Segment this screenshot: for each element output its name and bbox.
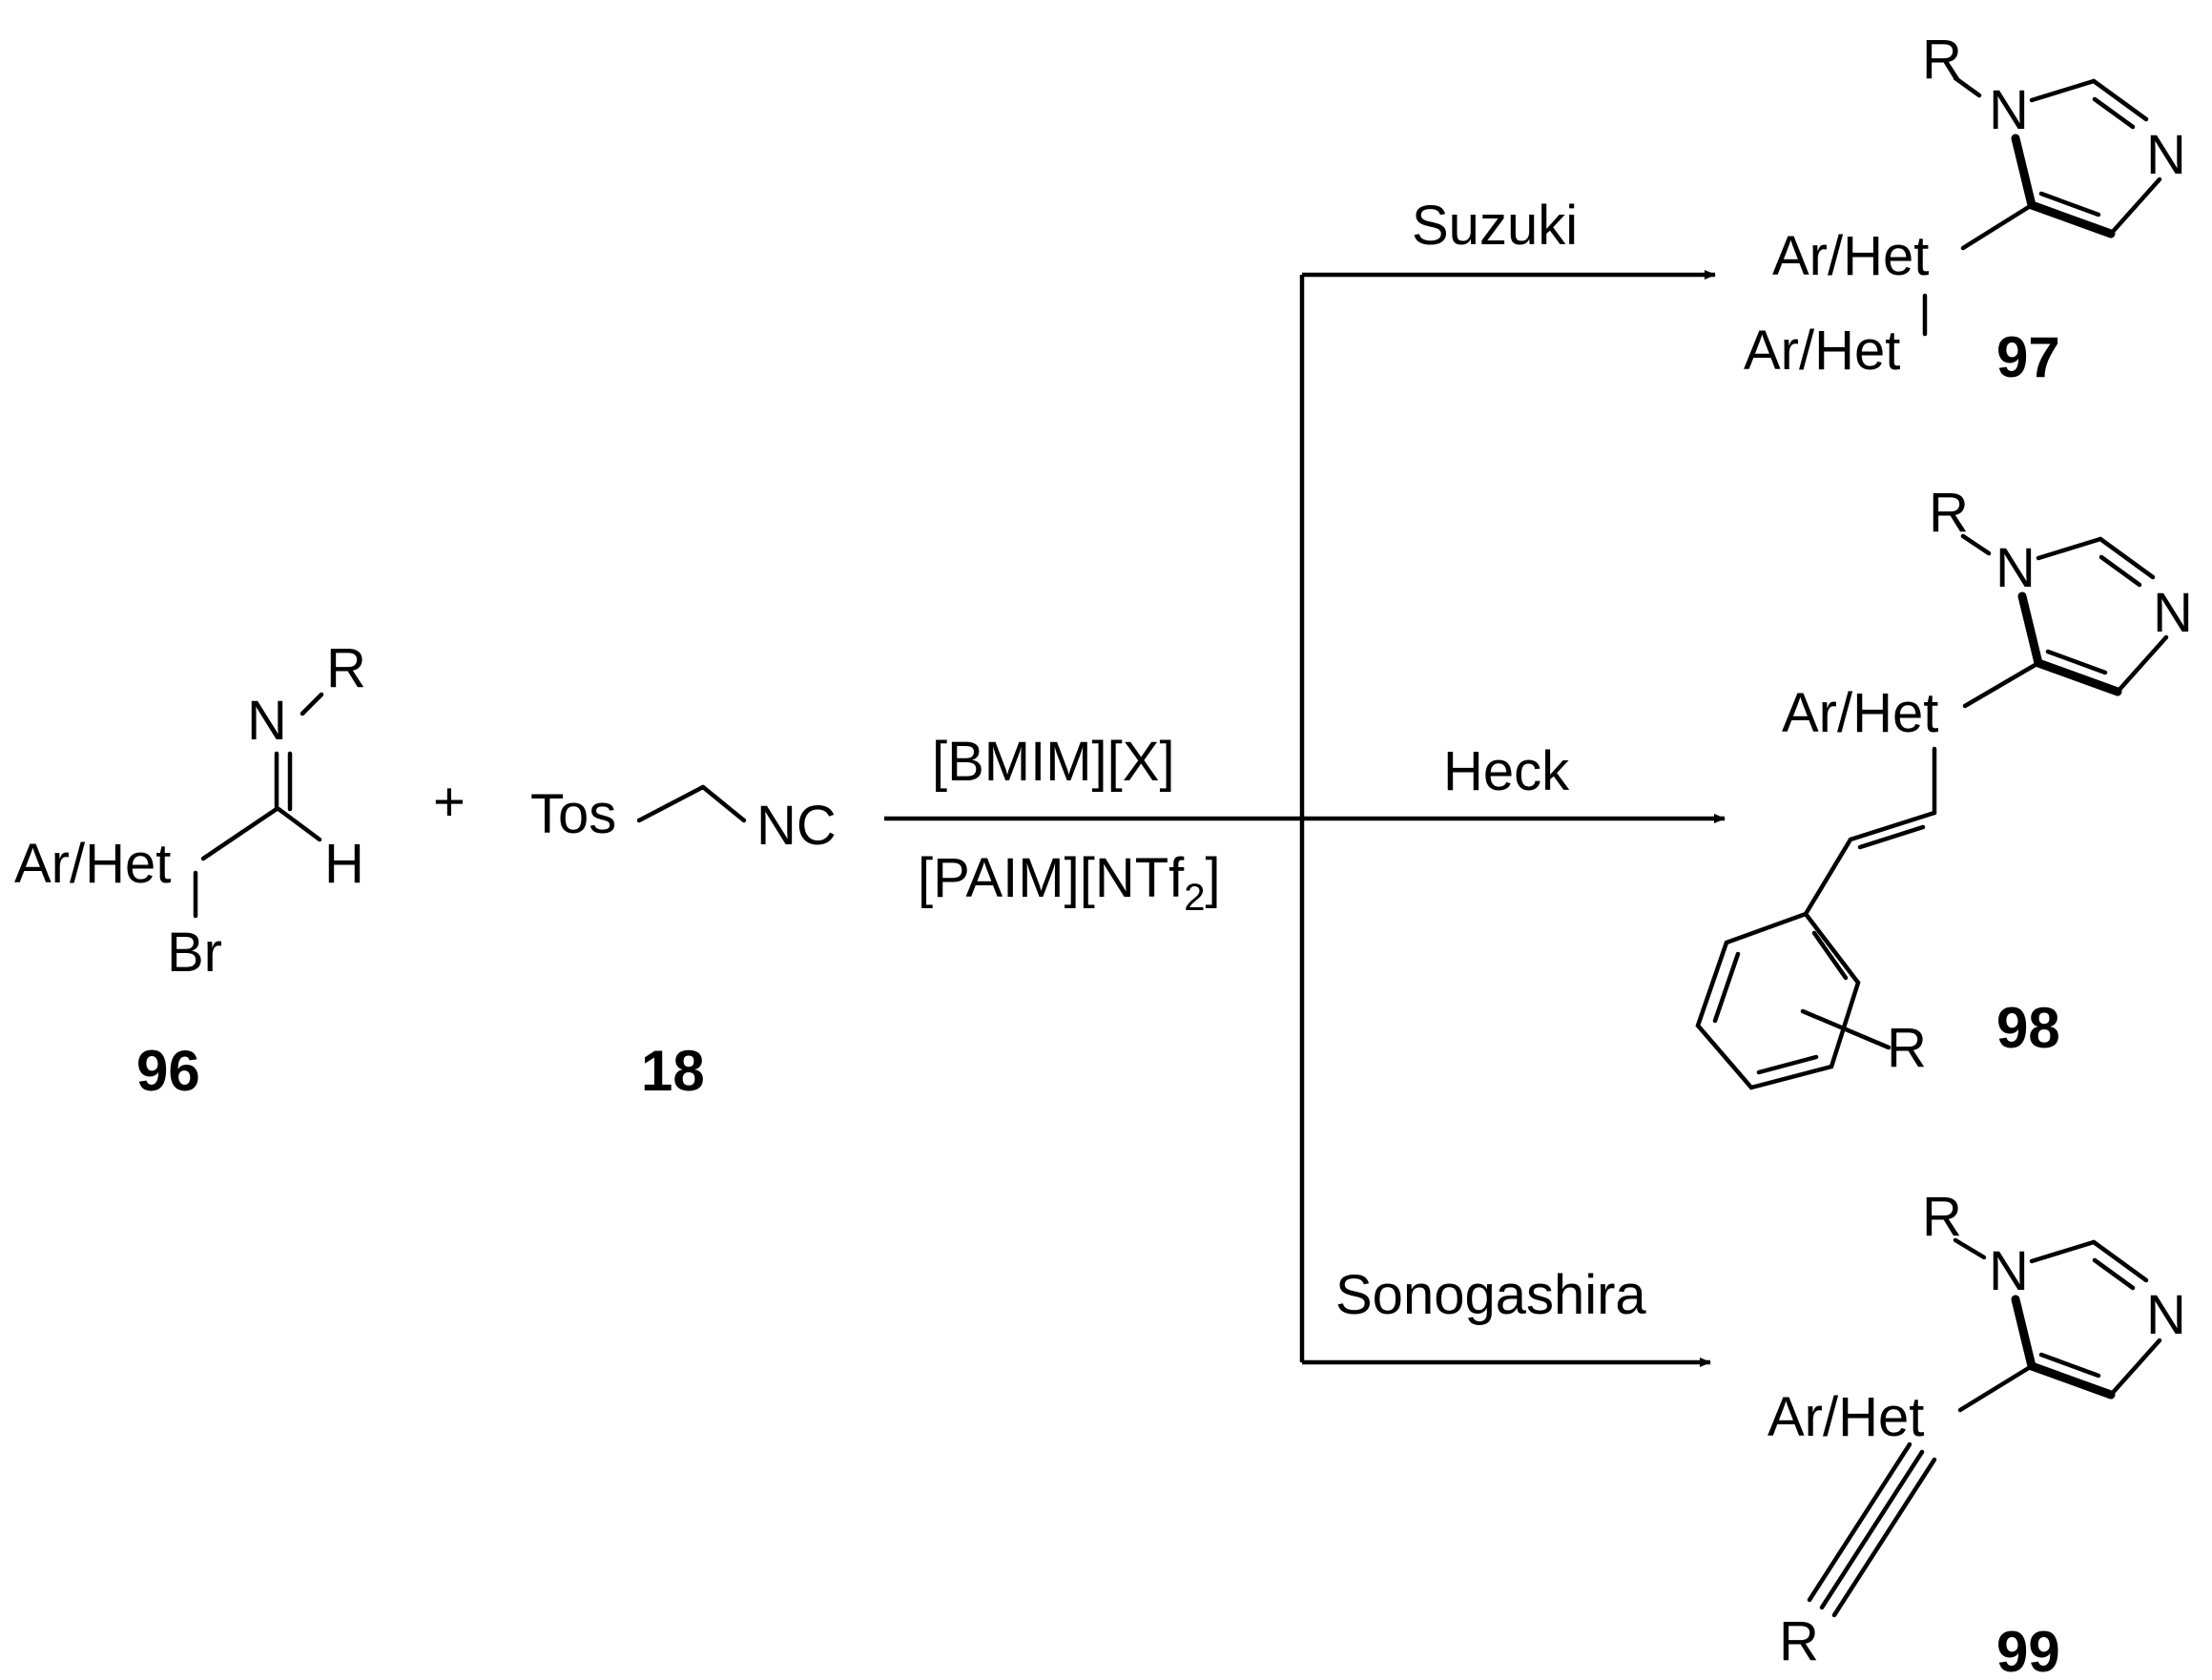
bond-n3-c4 [2115, 634, 2169, 695]
compound-98-r: R [1929, 482, 1969, 544]
benzene-inner-3 [1712, 951, 1741, 1024]
bond-n-r [300, 692, 324, 716]
compound-96-imine-n: N [247, 690, 287, 752]
plus-sign: + [433, 771, 465, 833]
bond-aryl-c [200, 806, 279, 861]
bond-r-n [1953, 75, 1982, 98]
compound-99: R N N Ar/Het R 99 [1768, 1186, 2186, 1680]
benzene-ring [1695, 911, 1861, 1090]
alkyne-bond-3 [1807, 1441, 1912, 1603]
compound-99-n1: N [1989, 1240, 2029, 1302]
benzene-inner-1 [1811, 930, 1849, 981]
compound-97-n3: N [2146, 124, 2186, 186]
bond-n1-c2 [2029, 1239, 2097, 1264]
label-sonogashira: Sonogashira [1335, 1264, 1646, 1326]
compound-98: R N N Ar/Het R 98 [1695, 482, 2193, 1090]
compound-18-number: 18 [641, 1039, 705, 1103]
condition-above: [BMIM][X] [932, 731, 1175, 793]
compound-98-n1: N [1995, 537, 2036, 599]
bond-c2-n3-inner [2092, 1257, 2136, 1291]
bond-c2-n3 [2091, 78, 2149, 122]
subscript-2: 2 [1184, 877, 1205, 919]
bond-ch2-nc [700, 784, 747, 823]
bond-c4-c5 [2034, 658, 2122, 696]
compound-97-aryl2: Ar/Het [1744, 320, 1900, 382]
compound-99-n3: N [2146, 1284, 2186, 1346]
bond-tos-ch2 [636, 784, 706, 823]
compound-18-nc: NC [756, 795, 837, 857]
bond-vinyl-phenyl [1803, 837, 1853, 917]
compound-97: R N N Ar/Het Ar/Het 97 [1744, 29, 2186, 389]
label-suzuki: Suzuki [1412, 195, 1578, 257]
compound-97-n1: N [1989, 79, 2029, 141]
bond-c5-n1 [2011, 134, 2036, 210]
branch-arrows: Suzuki Heck Sonogashira [1299, 195, 1726, 1367]
compound-97-r: R [1922, 29, 1962, 91]
bond-c4-c5-inner [2038, 1352, 2101, 1379]
compound-96-aryl-label: Ar/Het [14, 833, 171, 895]
bond-c5-aryl [1957, 1363, 2035, 1413]
bond-c5-aryl [1960, 202, 2035, 251]
bond-vinyl-double [1848, 810, 1937, 842]
bond-n3-c4 [2108, 176, 2162, 237]
bond-c2-n3 [2098, 536, 2156, 580]
bond-c4-c5-inner [2045, 649, 2108, 675]
bond-c5-aryl [1962, 660, 2041, 709]
bond-c4-c5 [2027, 200, 2116, 239]
compound-99-alkyne-r: R [1779, 1610, 1819, 1672]
compound-98-n3: N [2153, 582, 2193, 644]
bond-r-n [1960, 533, 1992, 556]
compound-98-number: 98 [1996, 996, 2060, 1060]
compound-96-imine-r: R [326, 637, 366, 699]
alkyne-bond-1 [1819, 1449, 1925, 1610]
compound-98-aryl: Ar/Het [1782, 682, 1938, 744]
compound-96-br: Br [167, 922, 222, 984]
bond-c4-c5-inner [2038, 191, 2101, 218]
bond-c2-n3-inner [2098, 554, 2142, 588]
bond-c5-n1 [2011, 1295, 2036, 1371]
compound-96-number: 96 [136, 1039, 200, 1103]
bond-c4-c5 [2027, 1361, 2116, 1400]
compound-18: Tos NC 18 [530, 783, 837, 1103]
compound-99-r: R [1922, 1186, 1962, 1248]
bond-ring-r [1800, 1008, 1892, 1050]
compound-99-number: 99 [1996, 1620, 2060, 1680]
compound-96: Ar/Het N R H Br 96 [14, 637, 366, 1103]
condition-below: [PAIM][NTf2] [918, 847, 1221, 919]
compound-99-aryl: Ar/Het [1768, 1386, 1924, 1448]
bond-c5-n1 [2017, 591, 2043, 668]
compound-97-number: 97 [1996, 325, 2060, 389]
compound-96-h: H [324, 833, 364, 895]
bond-n3-c4 [2108, 1338, 2162, 1398]
compound-98-ring-r: R [1887, 1017, 1927, 1079]
compound-18-tos: Tos [530, 783, 616, 845]
alkyne-bond-2 [1831, 1457, 1937, 1618]
reaction-arrow: [BMIM][X] [PAIM][NTf2] [884, 731, 1302, 919]
benzene-inner-2 [1756, 1054, 1819, 1075]
label-heck: Heck [1443, 740, 1570, 802]
bond-n1-c2 [2029, 78, 2097, 103]
compound-97-aryl: Ar/Het [1772, 225, 1929, 287]
bond-c-h [276, 806, 322, 842]
bond-r-n [1953, 1237, 1987, 1260]
bond-c2-n3 [2091, 1239, 2149, 1283]
bond-c2-n3-inner [2092, 96, 2136, 130]
bond-n1-c2 [2036, 536, 2103, 561]
bond-vinyl-double-inner [1857, 824, 1926, 850]
